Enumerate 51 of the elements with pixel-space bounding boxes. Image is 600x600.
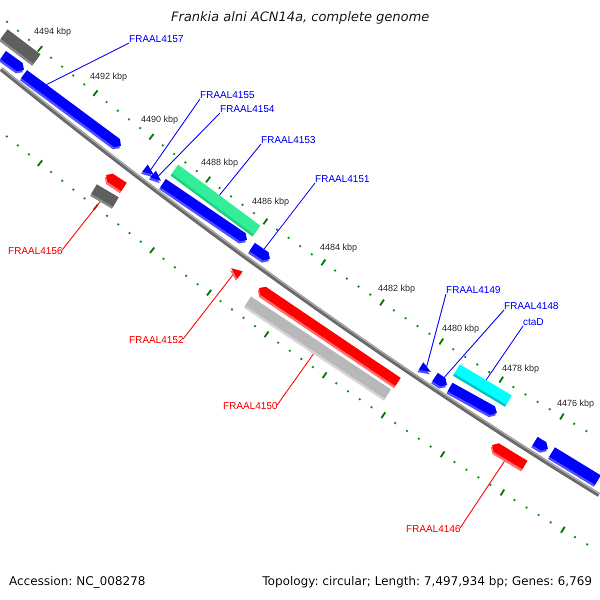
gene-block [548,447,600,487]
gene-label: FRAAL4152 [129,335,184,347]
gene-label: FRAAL4148 [504,301,558,313]
position-label: 4492 kbp [90,70,128,82]
gene-block [159,178,247,244]
leader-line [219,144,262,196]
gene-block [490,443,528,472]
gene-block [258,286,401,388]
gene-label: FRAAL4157 [129,34,184,46]
position-label: 4484 kbp [320,242,358,252]
gene-label: FRAAL4156 [8,246,62,258]
gene-block [104,174,127,194]
position-label: 4482 kbp [378,282,416,294]
gene-block [148,170,161,184]
leader-line [264,182,316,250]
gene-label: FRAAL4155 [200,90,254,102]
leader-line [486,326,524,380]
gene-block [230,268,243,281]
leader-line [158,112,220,176]
position-label: 4476 kbp [557,398,594,408]
position-label: 4480 kbp [442,322,480,334]
position-label: 4486 kbp [252,196,290,206]
gene-block [418,362,431,374]
gene-label: FRAAL4149 [446,285,500,297]
leader-line [182,274,234,340]
leader-line [426,294,446,367]
leader-line [150,98,200,170]
gene-block [248,242,270,263]
leader-line [460,460,505,529]
leader-line [62,201,100,251]
gene-label: FRAAL4153 [261,135,316,147]
position-label: 4490 kbp [141,114,178,124]
position-label: 4488 kbp [201,156,238,168]
gene-label: FRAAL4151 [315,174,370,186]
map-title: Frankia alni ACN14a, complete genome [171,10,430,26]
genome-summary-text: Topology: circular; Length: 7,497,934 bp; Genes: 6,769 [262,574,592,588]
gene-block [0,50,24,74]
gene-label: ctaD [523,317,544,329]
accession-text: Accession: NC_008278 [9,574,146,588]
leader-line [276,354,314,406]
gene-block [431,372,447,389]
position-label: 4494 kbp [34,26,72,36]
leader-line [46,42,130,86]
gene-block [531,436,548,453]
gene-label: FRAAL4154 [220,104,274,116]
leader-line [444,310,504,378]
gene-label: FRAAL4150 [223,401,278,413]
gene-label: FRAAL4146 [406,524,460,536]
position-label: 4478 kbp [502,362,540,374]
gene-block [446,382,497,418]
gene-block [141,164,154,178]
